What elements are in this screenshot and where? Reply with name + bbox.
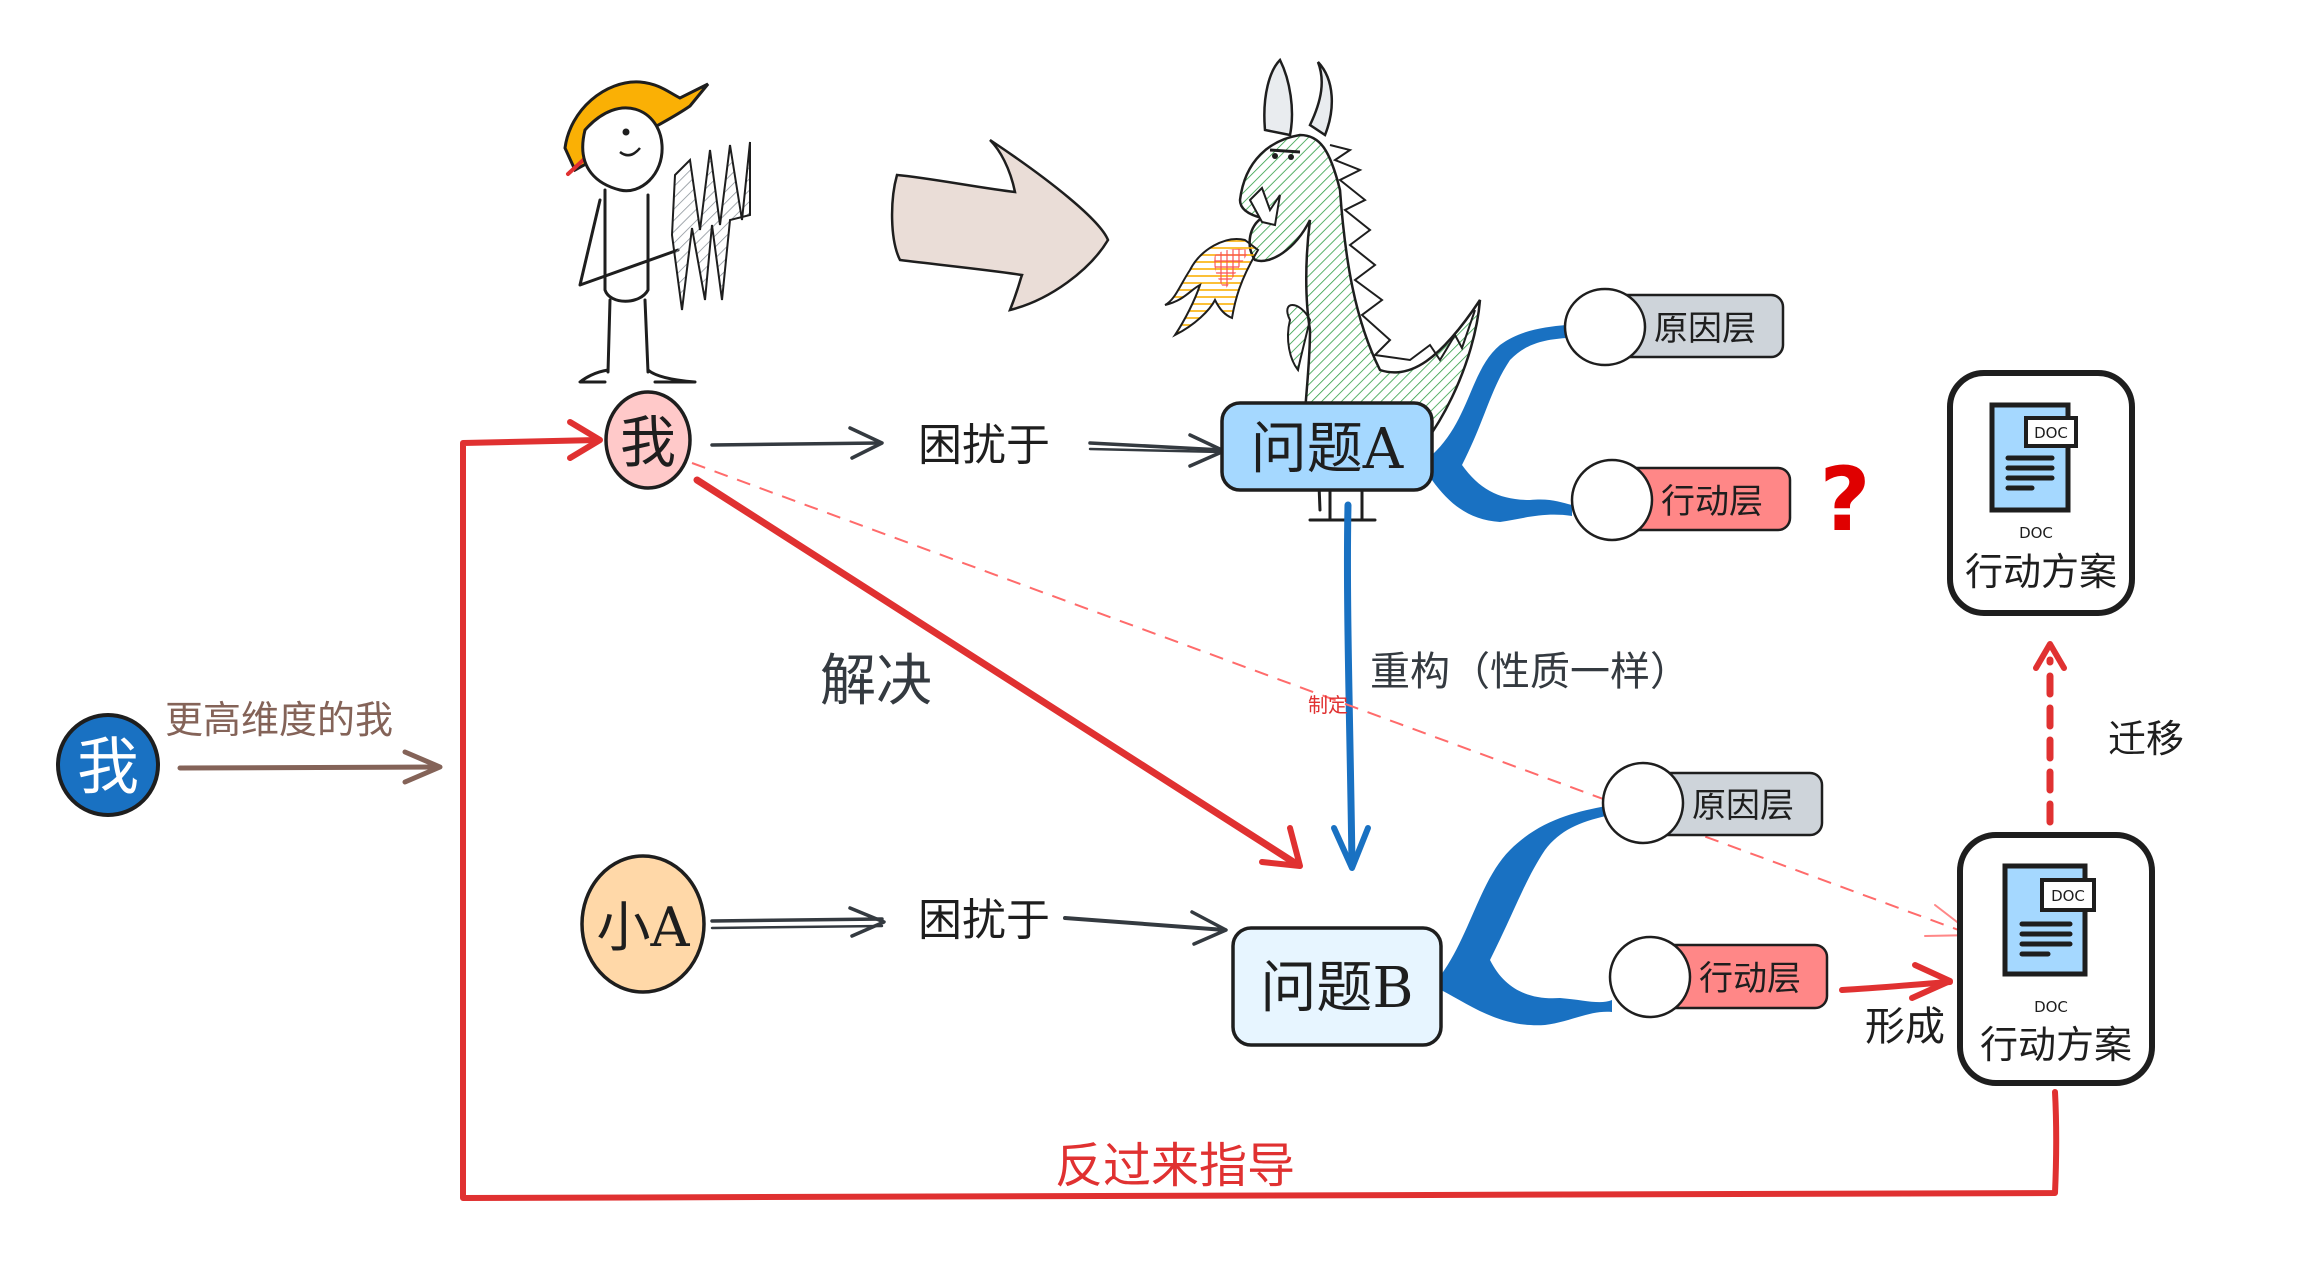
problem-a-box[interactable]: 问题A — [1220, 401, 1434, 492]
troubled-to-problem-a-arrow — [1088, 433, 1226, 468]
solve-label: 解决 — [820, 649, 932, 714]
problem-b-label: 问题B — [1260, 956, 1413, 1021]
doc-top-caption: DOC — [2019, 524, 2053, 542]
problem-b-box[interactable]: 问题B — [1231, 926, 1443, 1047]
action-layer-a-label: 行动层 — [1661, 482, 1763, 522]
migrate-arrow — [2033, 641, 2067, 826]
worker-with-map-icon — [563, 80, 751, 384]
cause-layer-b-label: 原因层 — [1692, 786, 1794, 826]
xiao-a-to-troubled-arrow — [710, 906, 886, 938]
xiao-a-label: 小A — [597, 896, 691, 959]
action-plan-doc-bottom[interactable]: DOC DOC 行动方案 — [1957, 832, 2155, 1086]
troubled-by-bottom: 困扰于 — [918, 895, 1050, 946]
problem-a-branches — [1432, 325, 1572, 522]
higher-me-label: 我 — [77, 730, 139, 803]
doc-top-tag: DOC — [2034, 424, 2068, 442]
form-arrow — [1839, 962, 1953, 1001]
big-arrow-right-icon — [890, 138, 1110, 312]
higher-me-caption: 更高维度的我 — [165, 698, 393, 742]
guide-back-loop — [460, 419, 2060, 1201]
fire-breathing-dragon-icon — [1164, 57, 1482, 522]
me-to-troubled-arrow — [710, 426, 884, 460]
cause-layer-a-label: 原因层 — [1654, 309, 1756, 349]
higher-me-arrow — [177, 749, 443, 785]
cause-layer-a[interactable]: 原因层 — [1563, 287, 1785, 367]
doc-bottom-caption: DOC — [2034, 998, 2068, 1016]
reframe-label: 重构（性质一样） — [1370, 649, 1690, 695]
me-label: 我 — [620, 411, 676, 476]
problem-b-branches — [1441, 806, 1612, 1026]
doc-file-icon: DOC — [1989, 402, 2078, 513]
solve-arrow — [693, 476, 1303, 869]
xiao-a-node[interactable]: 小A — [580, 854, 706, 994]
troubled-to-problem-b-arrow — [1063, 910, 1228, 946]
action-layer-b-label: 行动层 — [1699, 959, 1801, 999]
action-layer-a[interactable]: 行动层 — [1570, 458, 1792, 542]
action-plan-doc-top[interactable]: DOC DOC 行动方案 — [1947, 370, 2135, 616]
reframe-arrow — [1331, 501, 1371, 871]
troubled-by-top: 困扰于 — [918, 420, 1050, 471]
form-label: 形成 — [1865, 1004, 1945, 1050]
migrate-label: 迁移 — [2108, 717, 2184, 761]
formulate-label: 制定 — [1308, 693, 1348, 717]
doc-bottom-tag: DOC — [2051, 887, 2085, 905]
higher-me-node[interactable]: 我 — [56, 713, 160, 817]
guide-back-label: 反过来指导 — [1055, 1138, 1295, 1194]
doc-bottom-label: 行动方案 — [1980, 1023, 2132, 1067]
doc-top-label: 行动方案 — [1965, 550, 2117, 594]
problem-a-label: 问题A — [1251, 417, 1404, 482]
doc-file-icon: DOC — [2002, 863, 2096, 977]
me-node[interactable]: 我 — [604, 390, 692, 490]
cause-layer-b[interactable]: 原因层 — [1601, 761, 1824, 845]
action-layer-b[interactable]: 行动层 — [1608, 935, 1829, 1019]
question-mark-icon: ? — [1819, 448, 1870, 551]
